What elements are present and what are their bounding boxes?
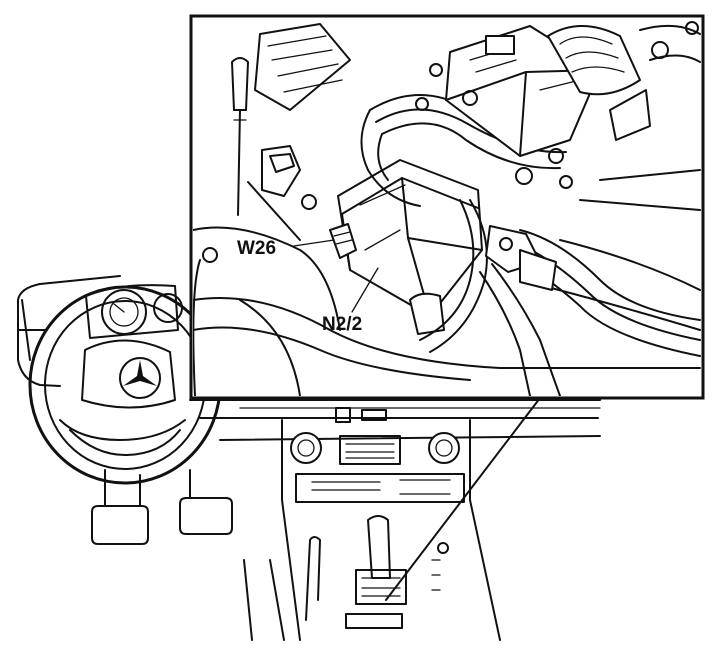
steering-column [104, 469, 191, 511]
label-n2-2: N2/2 [322, 314, 362, 335]
pedal-right [179, 497, 233, 535]
pedal-left [91, 505, 149, 545]
center-console [281, 407, 501, 641]
connector-w26 [329, 223, 357, 259]
star-emblem-icon [119, 357, 161, 399]
label-w26: W26 [237, 238, 276, 259]
wiring-harness [360, 94, 701, 396]
tool-icon [231, 57, 249, 216]
detail-inset-panel: W26 N2/2 [189, 14, 705, 400]
instrument-cluster [85, 284, 183, 339]
control-module-n2-2 [337, 159, 483, 335]
brake-lever [305, 536, 321, 621]
leader-line [385, 397, 541, 601]
dashboard-outline [17, 275, 121, 387]
